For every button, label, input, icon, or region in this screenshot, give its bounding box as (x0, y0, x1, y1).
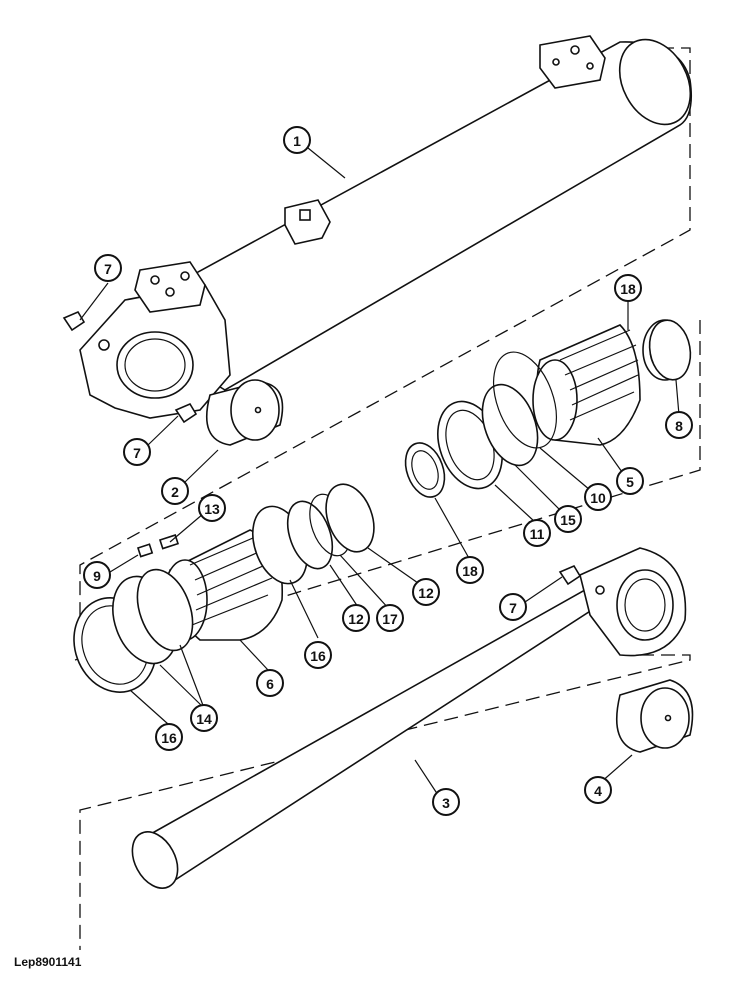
grease-fitting-middle (174, 402, 198, 424)
wiper-8 (648, 319, 692, 381)
callout-3: 3 (432, 788, 460, 816)
piston-rod (131, 547, 687, 889)
svg-text:12: 12 (348, 611, 364, 627)
callout-1: 1 (283, 126, 311, 154)
bushing-2 (206, 379, 284, 446)
ball-9 (136, 543, 154, 558)
svg-text:5: 5 (626, 474, 634, 490)
callout-17: 17 (376, 604, 404, 632)
callout-12-b: 12 (412, 578, 440, 606)
svg-text:3: 3 (442, 795, 450, 811)
svg-text:7: 7 (133, 445, 141, 461)
rod-seal-18-upper (404, 442, 446, 498)
svg-text:12: 12 (418, 585, 434, 601)
callout-7-rod: 7 (499, 593, 527, 621)
callout-8: 8 (665, 411, 693, 439)
svg-text:2: 2 (171, 484, 179, 500)
callout-5: 5 (616, 467, 644, 495)
svg-text:16: 16 (310, 648, 326, 664)
callout-14: 14 (190, 704, 218, 732)
callout-4: 4 (584, 776, 612, 804)
ring-12-b (325, 483, 375, 553)
callout-6: 6 (256, 669, 284, 697)
svg-text:10: 10 (590, 490, 606, 506)
svg-text:11: 11 (530, 526, 545, 542)
svg-text:15: 15 (560, 512, 576, 528)
svg-text:18: 18 (462, 563, 478, 579)
callout-10: 10 (584, 483, 612, 511)
svg-text:8: 8 (675, 418, 683, 434)
bushing-4 (616, 679, 694, 753)
callout-18-lower: 18 (456, 556, 484, 584)
svg-text:16: 16 (161, 730, 177, 746)
oring-10 (493, 351, 557, 449)
callout-12-a: 12 (342, 604, 370, 632)
svg-text:1: 1 (293, 133, 301, 149)
callout-13: 13 (198, 494, 226, 522)
svg-text:9: 9 (93, 568, 101, 584)
grease-fitting-upper (62, 310, 86, 332)
callout-15: 15 (554, 505, 582, 533)
svg-text:7: 7 (509, 600, 517, 616)
cylinder-barrel (79, 35, 693, 419)
ring-12-a (286, 500, 334, 570)
ring-15 (481, 383, 539, 467)
svg-text:14: 14 (196, 711, 212, 727)
svg-text:18: 18 (620, 281, 636, 297)
svg-text:13: 13 (204, 501, 220, 517)
callout-16-right: 16 (304, 641, 332, 669)
callout-9: 9 (83, 561, 111, 589)
svg-text:17: 17 (382, 611, 398, 627)
svg-text:6: 6 (266, 676, 274, 692)
callout-11: 11 (523, 519, 551, 547)
callout-2: 2 (161, 477, 189, 505)
callout-7-middle: 7 (123, 438, 151, 466)
callout-18-upper: 18 (614, 274, 642, 302)
dashed-boundaries (74, 47, 701, 950)
callout-16-left: 16 (155, 723, 183, 751)
svg-text:7: 7 (104, 261, 112, 277)
leader-lines (79, 147, 680, 796)
svg-text:4: 4 (594, 783, 602, 799)
figure-id: Lep8901141 (14, 955, 82, 969)
grease-fitting-rod (558, 564, 582, 586)
callout-7-upper: 7 (94, 254, 122, 282)
ring-14-b (136, 568, 194, 652)
